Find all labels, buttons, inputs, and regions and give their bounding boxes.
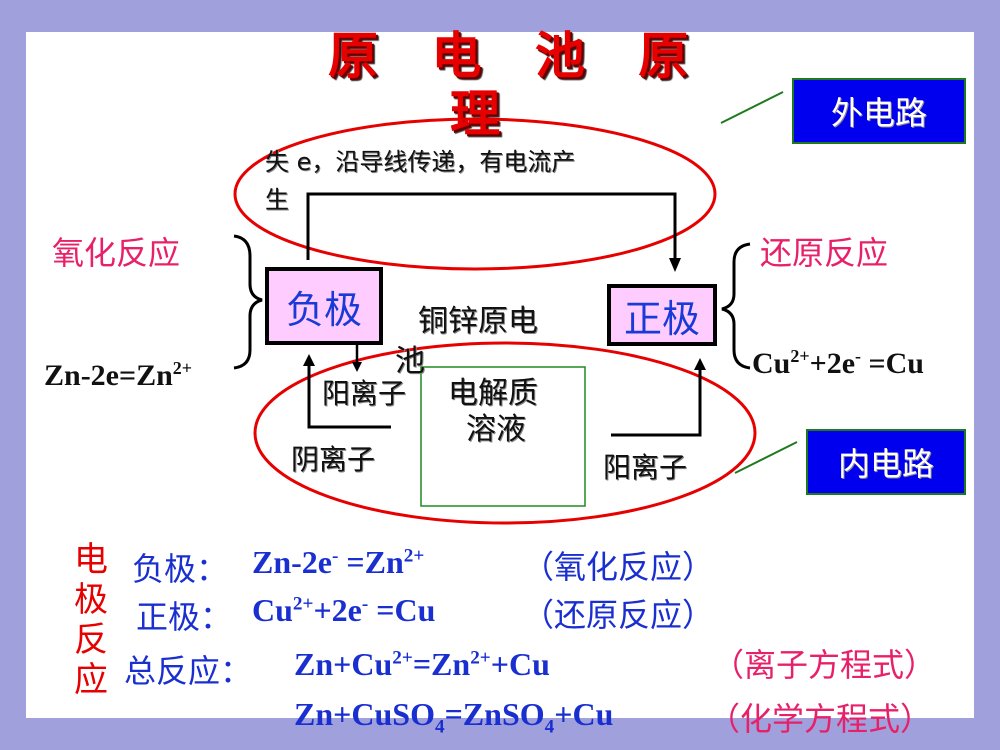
eq-part: Zn+CuSO [294, 696, 435, 732]
external-circuit-tag: 外电路 [792, 78, 966, 144]
title-line-1: 原 电 池 原 [328, 27, 707, 85]
eq-sup: 2+ [403, 545, 425, 567]
external-circuit-ellipse [233, 117, 717, 271]
cation-label-right: 阳离子 [603, 451, 688, 484]
eq-sup: 2+ [470, 647, 491, 669]
title-line-2: 理 [450, 85, 518, 143]
negative-electrode-box: 负极 [265, 267, 383, 345]
electrolyte-line-2: 溶液 [466, 412, 526, 447]
slide [26, 32, 974, 718]
eq-part: =Zn [338, 544, 404, 580]
anode-half-reaction: Zn-2e=Zn2+ [44, 358, 192, 393]
side-label-char: 反 [74, 620, 108, 660]
eq-sub: 4 [544, 716, 555, 738]
anode-equation: Zn-2e=Zn [44, 359, 173, 392]
electrode-reaction-side-label: 电 极 反 应 [74, 540, 114, 700]
summary-row-cathode-label: 正极： [136, 598, 233, 636]
summary-row-chemical-equation: Zn+CuSO4=ZnSO4+Cu [294, 696, 613, 738]
reduction-label: 还原反应 [760, 234, 889, 272]
eq-part: +Cu [554, 696, 614, 732]
cathode-half-reaction: Cu2++2e- =Cu [752, 346, 924, 381]
electrolyte-line-1: 电解质 [448, 376, 538, 411]
summary-row-overall-label: 总反应： [124, 652, 253, 690]
cathode-eq-part: +2e [809, 347, 856, 380]
cell-name-line-1: 铜锌原电 [418, 304, 538, 339]
cathode-charge-2: - [855, 346, 862, 366]
side-label-char: 应 [74, 660, 108, 700]
eq-sup: 2+ [292, 593, 314, 615]
cathode-eq-part: =Cu [861, 347, 924, 380]
summary-row-cathode-note: （还原反应） [522, 596, 715, 634]
eq-sup: 2+ [392, 647, 413, 669]
summary-row-anode-note: （氧化反应） [522, 548, 715, 586]
external-circuit-note-line-1: 失 e，沿导线传递，有电流产 [265, 148, 576, 176]
ionic-equation-note: （离子方程式） [712, 646, 937, 684]
cathode-eq-part: Cu [752, 347, 791, 380]
anode-charge: 2+ [172, 358, 193, 378]
eq-part: Cu [252, 592, 293, 628]
anion-label-left: 阴离子 [291, 443, 376, 476]
cathode-charge-1: 2+ [790, 346, 810, 366]
internal-circuit-tag: 内电路 [806, 429, 966, 495]
cation-label-left: 阳离子 [322, 377, 407, 410]
eq-part: Zn-2e [252, 544, 332, 580]
eq-sup: - [361, 593, 369, 615]
internal-circuit-ellipse [253, 341, 757, 525]
eq-part: +Cu [490, 646, 550, 682]
oxidation-label: 氧化反应 [52, 234, 181, 272]
eq-part: Zn+Cu [294, 646, 393, 682]
side-label-char: 极 [74, 580, 108, 620]
positive-electrode-box: 正极 [607, 284, 717, 346]
side-label-char: 电 [74, 540, 108, 580]
summary-row-ionic-equation: Zn+Cu2+=Zn2++Cu [294, 646, 550, 683]
eq-part: =Cu [368, 592, 436, 628]
eq-part: =ZnSO [444, 696, 545, 732]
eq-part: +2e [313, 592, 362, 628]
summary-row-cathode-equation: Cu2++2e- =Cu [252, 592, 435, 629]
chemical-equation-note: （化学方程式） [708, 700, 933, 738]
eq-sub: 4 [434, 716, 445, 738]
cell-name-line-2: 池 [395, 344, 425, 379]
summary-row-anode-label: 负极： [132, 550, 229, 588]
summary-row-anode-equation: Zn-2e- =Zn2+ [252, 544, 424, 581]
eq-sup: - [332, 545, 339, 567]
external-circuit-note-line-2: 生 [265, 186, 289, 214]
eq-part: =Zn [412, 646, 471, 682]
